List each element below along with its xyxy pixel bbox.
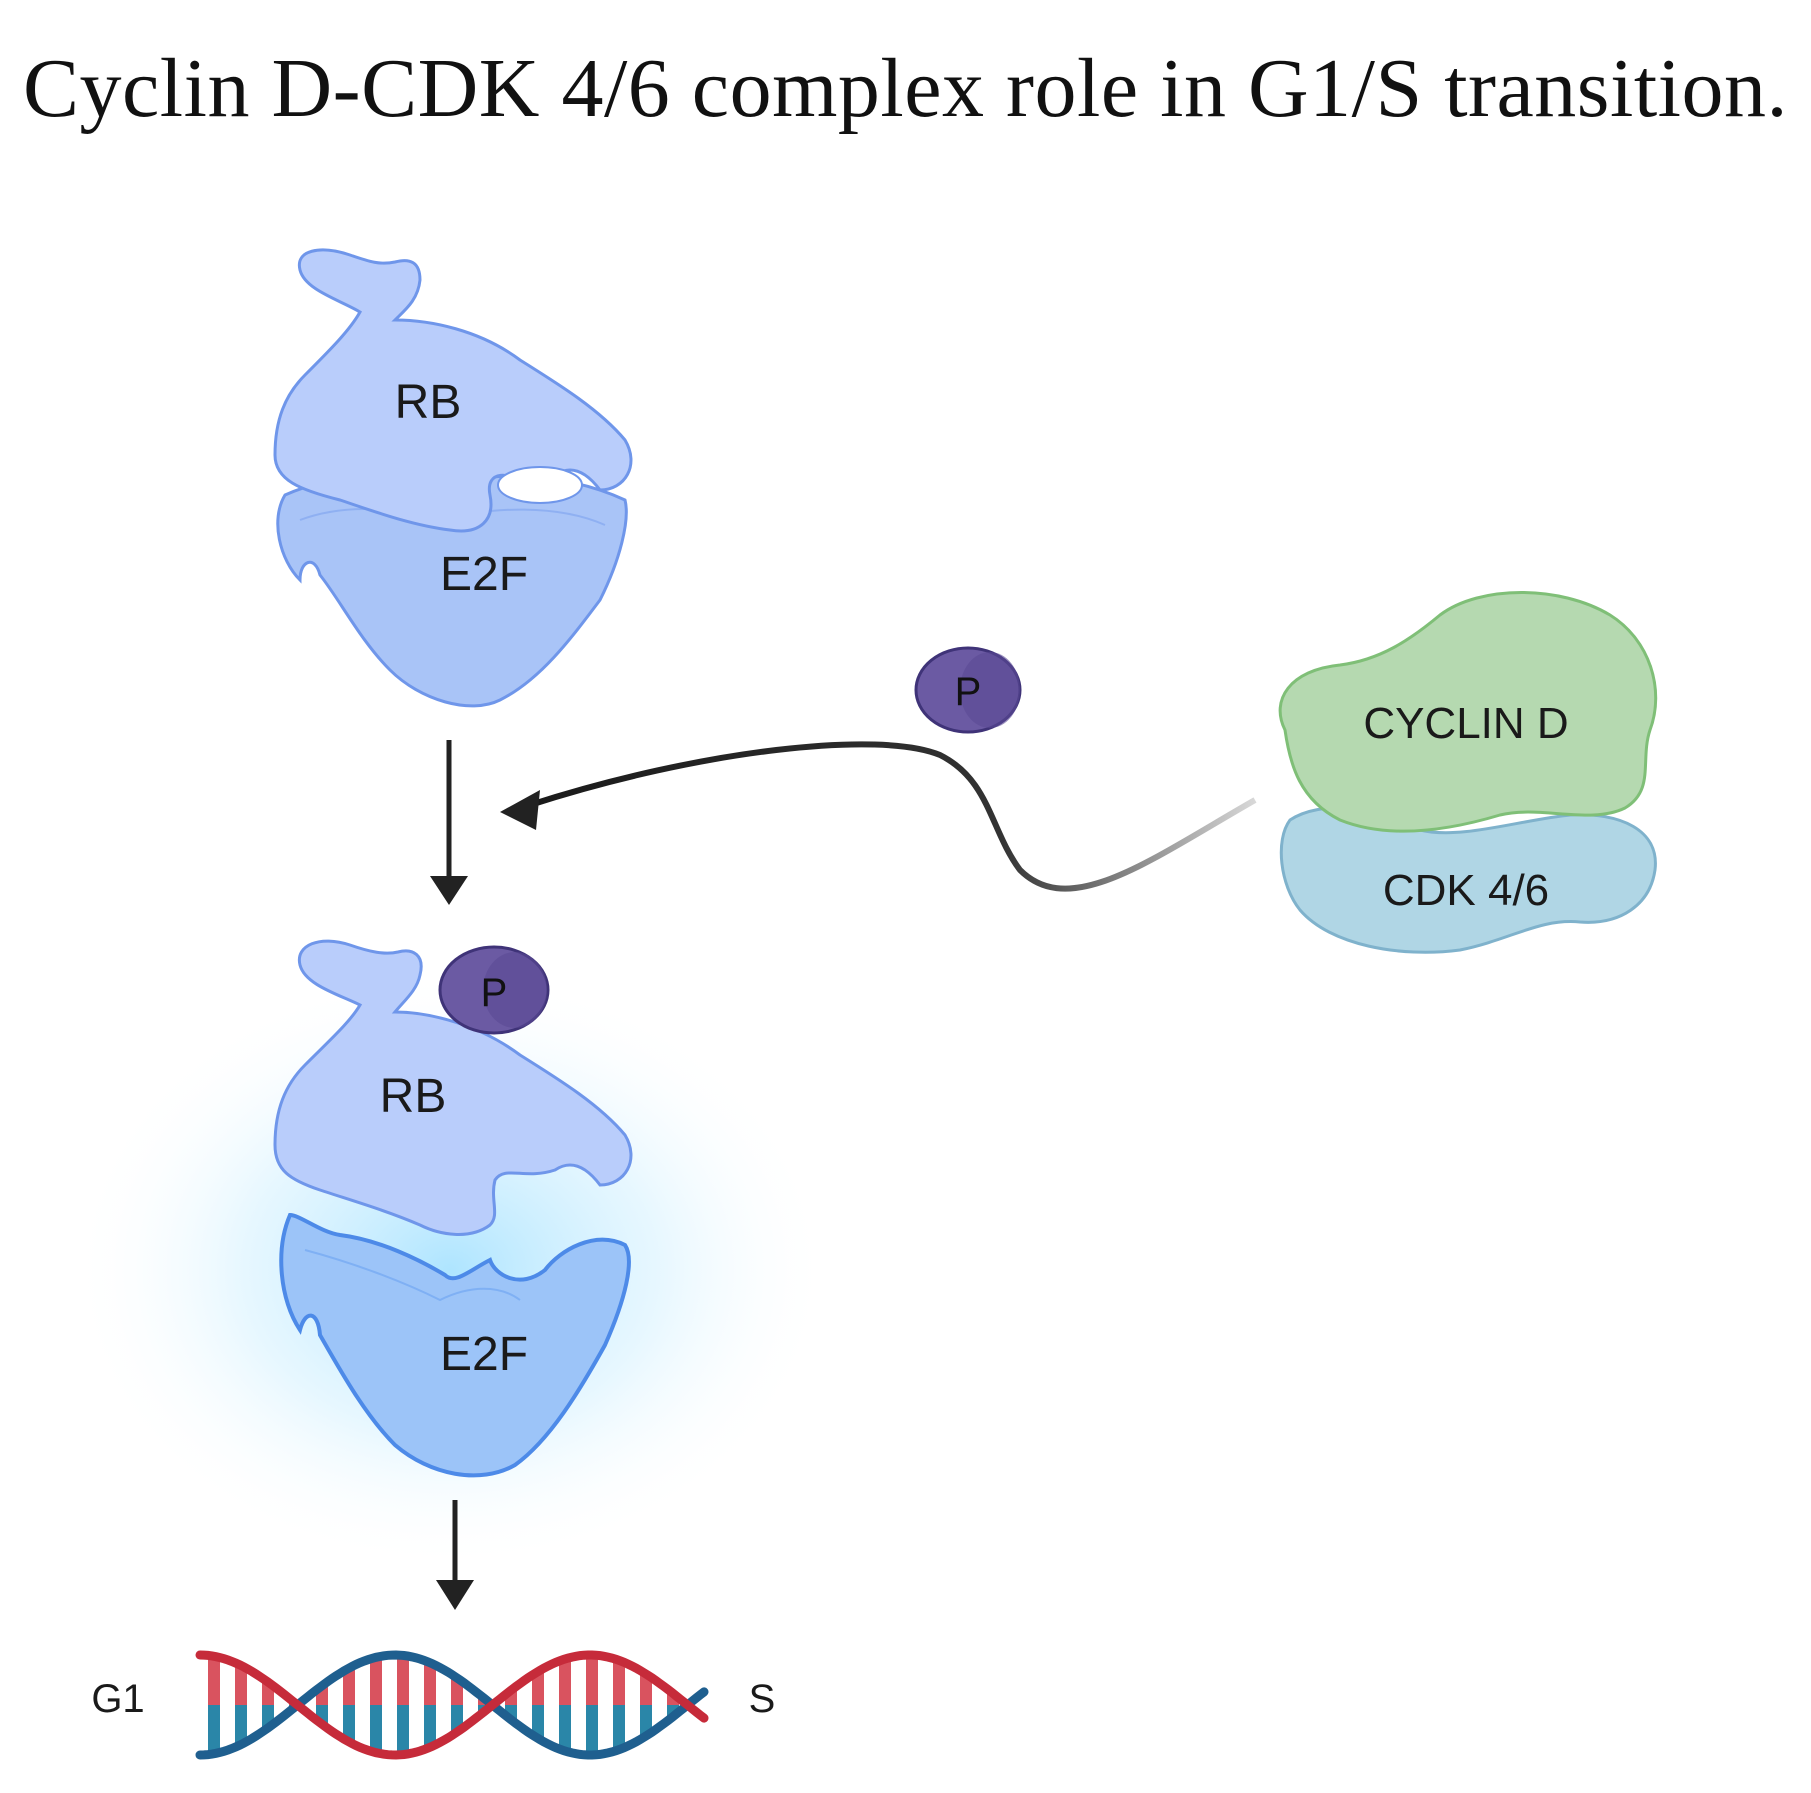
bound-phosphate <box>438 945 550 1035</box>
bottom-e2f-label: E2F <box>440 1328 528 1381</box>
bound-phosphate-label: P <box>481 971 508 1015</box>
dna-strand-blue <box>195 1650 709 1760</box>
bottom-rb-shape <box>273 939 633 1236</box>
dna-helix <box>195 1650 709 1760</box>
dna-base-pair <box>586 1705 598 1755</box>
dna-base-pair <box>343 1705 355 1742</box>
dna-base-pair <box>613 1705 625 1750</box>
dna-base-pair <box>613 1660 625 1705</box>
bottom-rb-protein <box>273 939 633 1236</box>
dna-base-pair <box>208 1705 220 1754</box>
dna-base-pair <box>532 1705 544 1739</box>
dna-base-pair <box>343 1668 355 1705</box>
dna-base-pair <box>424 1705 436 1748</box>
top-rb-label: RB <box>395 376 462 429</box>
free-phosphate-label: P <box>955 670 982 714</box>
dna-base-pair <box>640 1705 652 1736</box>
arrow-down-2-head <box>436 1580 474 1610</box>
dna-base-pair <box>208 1656 220 1705</box>
dna-base-pair <box>667 1705 679 1717</box>
cdk-protein <box>1279 806 1657 954</box>
cyclin-label: CYCLIN D <box>1363 699 1568 748</box>
top-e2f-label: E2F <box>440 548 528 601</box>
cyclin-shape <box>1278 591 1658 833</box>
dna-base-pair <box>370 1705 382 1753</box>
dna-base-pair <box>532 1671 544 1705</box>
dna-start-label: G1 <box>91 1677 144 1721</box>
dna-strand-red <box>195 1650 709 1760</box>
dna-base-pair <box>559 1659 571 1705</box>
dna-end-label: S <box>749 1677 776 1721</box>
e2f-activation-glow <box>70 970 830 1570</box>
dna-base-pair <box>235 1665 247 1705</box>
dna-base-pair <box>586 1655 598 1705</box>
dna-base-pair <box>559 1705 571 1751</box>
bottom-e2f-shape <box>279 1212 631 1478</box>
dna-base-pair <box>235 1705 247 1745</box>
figure-title: Cyclin D-CDK 4/6 complex role in G1/S tr… <box>23 42 1788 135</box>
dna-base-pair <box>397 1655 409 1705</box>
bottom-rb-label: RB <box>380 1070 447 1123</box>
free-phosphate <box>914 646 1022 734</box>
cyclin-protein <box>1278 591 1658 833</box>
dna-base-pair <box>397 1705 409 1755</box>
phosphorylation-arrow-head <box>500 790 540 830</box>
top-rb-protein <box>273 248 633 533</box>
phosphorylation-arrow <box>529 741 1257 892</box>
dna-base-pair <box>640 1674 652 1705</box>
dna-base-pair <box>370 1657 382 1705</box>
cdk-shape <box>1279 806 1657 954</box>
bottom-e2f-protein <box>279 1212 631 1478</box>
dna-base-pair <box>424 1662 436 1705</box>
cdk-label: CDK 4/6 <box>1383 866 1549 915</box>
arrow-down-1-head <box>430 876 468 905</box>
dna-base-pair <box>667 1693 679 1705</box>
